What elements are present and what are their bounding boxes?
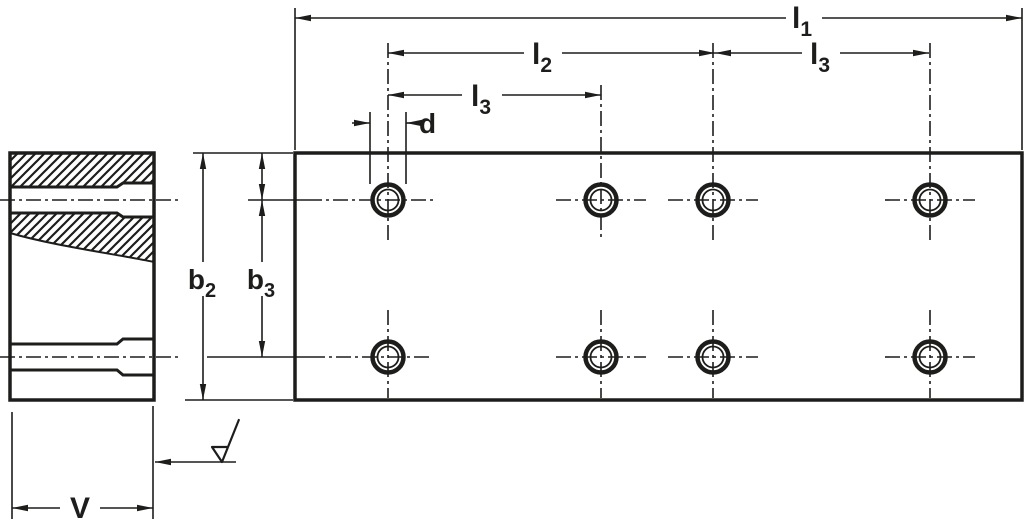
- hole-r1-c2: [583, 182, 619, 218]
- hole-r1-c4: [912, 182, 948, 218]
- dim-l3-left: l3: [388, 80, 601, 119]
- section-hole-top: [10, 181, 154, 219]
- hole-r1-c1: [370, 182, 406, 218]
- label-b2: b2: [188, 264, 216, 302]
- dim-b2: b2: [185, 152, 293, 401]
- hole-r2-c1: [370, 339, 406, 375]
- label-l3-right: l3: [810, 38, 830, 77]
- part-outline: [8, 151, 156, 402]
- plate-outline: [293, 151, 1024, 402]
- section-hole-bottom: [10, 337, 154, 377]
- hatch-mid-band: [10, 213, 154, 262]
- surface-finish-symbol: [155, 418, 240, 466]
- dim-l1: l1: [294, 2, 1023, 150]
- label-d: d: [419, 108, 436, 139]
- dim-b3: b3: [247, 200, 275, 357]
- label-b3: b3: [247, 264, 275, 302]
- hatch-top-band: [10, 153, 154, 187]
- dim-d: d: [352, 108, 436, 184]
- hole-r1-c3: [695, 182, 731, 218]
- hole-r2-c3: [695, 339, 731, 375]
- label-l2: l2: [532, 38, 552, 77]
- dim-l3-right: l3: [715, 38, 929, 77]
- dim-l2: l2: [388, 38, 715, 77]
- section-break-curve: [9, 232, 155, 263]
- side-section-view: [0, 151, 178, 402]
- label-l3-left: l3: [471, 80, 491, 119]
- label-l1: l1: [792, 2, 812, 41]
- dim-edge-offset: [258, 153, 266, 200]
- plan-view: [207, 43, 1024, 402]
- hole-r2-c4: [912, 339, 948, 375]
- label-v: V: [70, 492, 90, 523]
- hole-r2-c2: [583, 339, 619, 375]
- dim-v: V: [11, 406, 154, 523]
